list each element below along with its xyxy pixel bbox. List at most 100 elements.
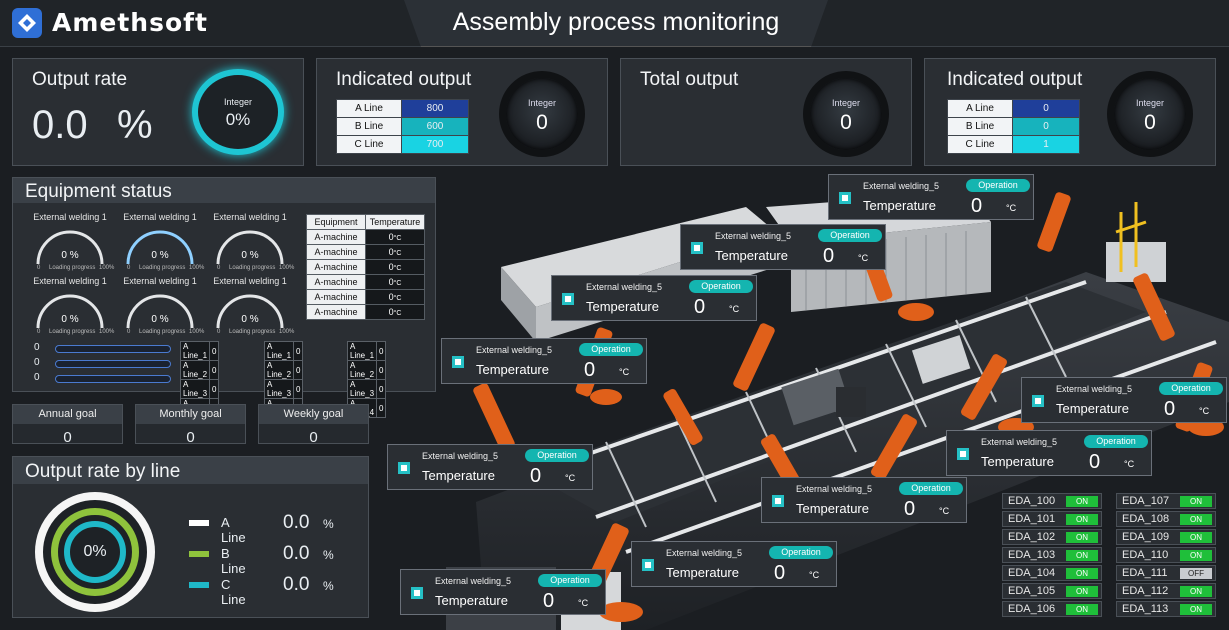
eda-state-toggle[interactable]: ON xyxy=(1180,550,1212,561)
temperature-unit: °C xyxy=(393,250,402,257)
eda-state-toggle[interactable]: ON xyxy=(1180,604,1212,615)
gauge-percent: 0 % xyxy=(151,314,169,325)
status-square-icon xyxy=(452,356,464,368)
temperature-label: Temperature xyxy=(435,593,508,608)
line-label: A Line xyxy=(947,99,1013,118)
eda-state-toggle[interactable]: ON xyxy=(1066,568,1098,579)
status-square-icon xyxy=(1032,395,1044,407)
gauge-max: 100% xyxy=(99,329,115,335)
eda-cell: EDA_100 ON xyxy=(1002,493,1102,509)
eda-state-toggle[interactable]: ON xyxy=(1066,514,1098,525)
line-name: A Line_3 xyxy=(179,379,211,399)
eda-state-toggle[interactable]: ON xyxy=(1180,532,1212,543)
eda-state-toggle[interactable]: ON xyxy=(1066,586,1098,597)
slider-track[interactable] xyxy=(55,345,171,353)
legend-value: 0.0 xyxy=(283,574,310,595)
gauge-min: 0 xyxy=(217,329,221,335)
gauge-sub: Loading progress xyxy=(49,265,96,271)
gauge-max: 100% xyxy=(189,265,205,271)
eda-state-toggle[interactable]: ON xyxy=(1180,496,1212,507)
monthly-goal: Monthly goal 0 xyxy=(135,404,246,446)
operation-badge: Operation xyxy=(899,482,963,495)
gauge-min: 0 xyxy=(37,329,41,335)
table-header: Equipment xyxy=(306,214,366,230)
line-name: A Line_1 xyxy=(179,341,211,361)
welding-name: External welding_5 xyxy=(1056,384,1133,394)
eda-state-toggle[interactable]: OFF xyxy=(1180,568,1212,579)
equipment-status-header xyxy=(13,178,435,203)
operation-badge: Operation xyxy=(689,280,753,293)
gauge-name: External welding 1 xyxy=(33,212,107,222)
goal-label: Monthly goal xyxy=(136,405,245,424)
eda-state-toggle[interactable]: ON xyxy=(1066,604,1098,615)
slider-track[interactable] xyxy=(55,375,171,383)
line-label: B Line xyxy=(947,117,1013,136)
operation-badge: Operation xyxy=(1159,382,1223,395)
gauge-percent: 0 % xyxy=(241,250,259,261)
line-name: A Line_2 xyxy=(263,360,295,380)
line-value: 800 xyxy=(401,99,469,118)
slider-track[interactable] xyxy=(55,360,171,368)
eda-state-toggle[interactable]: ON xyxy=(1066,532,1098,543)
eda-state-toggle[interactable]: ON xyxy=(1066,550,1098,561)
temperature-value: 0 xyxy=(388,307,394,317)
eda-name: EDA_112 xyxy=(1122,585,1169,597)
operation-badge: Operation xyxy=(538,574,602,587)
gauge-min: 0 xyxy=(37,265,41,271)
equipment-temperature: 0°C xyxy=(365,304,425,320)
eda-name: EDA_110 xyxy=(1122,549,1169,561)
equipment-name: A-machine xyxy=(306,304,366,320)
temperature-unit: °C xyxy=(939,506,950,516)
dial-caption: Integer xyxy=(831,98,861,108)
status-square-icon xyxy=(642,559,654,571)
line-value: 600 xyxy=(401,117,469,136)
eda-state-toggle[interactable]: ON xyxy=(1180,514,1212,525)
line-count: 0 xyxy=(292,360,304,380)
eda-name: EDA_101 xyxy=(1008,513,1056,525)
eda-state-toggle[interactable]: ON xyxy=(1066,496,1098,507)
output-rate-gauge: Integer 0% xyxy=(192,69,284,155)
welding-name: External welding_5 xyxy=(586,282,663,292)
eda-state-toggle[interactable]: ON xyxy=(1180,586,1212,597)
eda-name: EDA_113 xyxy=(1122,603,1169,615)
equipment-temperature: 0°C xyxy=(365,259,425,275)
table-header: Temperature xyxy=(365,214,425,230)
legend-value: 0.0 xyxy=(283,543,310,564)
temperature-unit: °C xyxy=(729,304,740,314)
output-by-line-title: Output rate by line xyxy=(25,461,181,482)
gauge-max: 100% xyxy=(279,329,295,335)
line-name: A Line_3 xyxy=(263,379,295,399)
temperature-unit: °C xyxy=(1199,406,1210,416)
brand-logo-icon xyxy=(12,8,42,38)
legend-unit: % xyxy=(323,548,334,562)
legend-label: C Line xyxy=(221,577,246,607)
legend-unit: % xyxy=(323,579,334,593)
temperature-value: 0 xyxy=(1164,398,1176,420)
temperature-unit: °C xyxy=(393,235,402,242)
eda-name: EDA_100 xyxy=(1008,495,1056,507)
line-name: A Line_3 xyxy=(346,379,378,399)
line-count: 0 xyxy=(292,341,304,361)
dial-caption: Integer xyxy=(527,98,557,108)
